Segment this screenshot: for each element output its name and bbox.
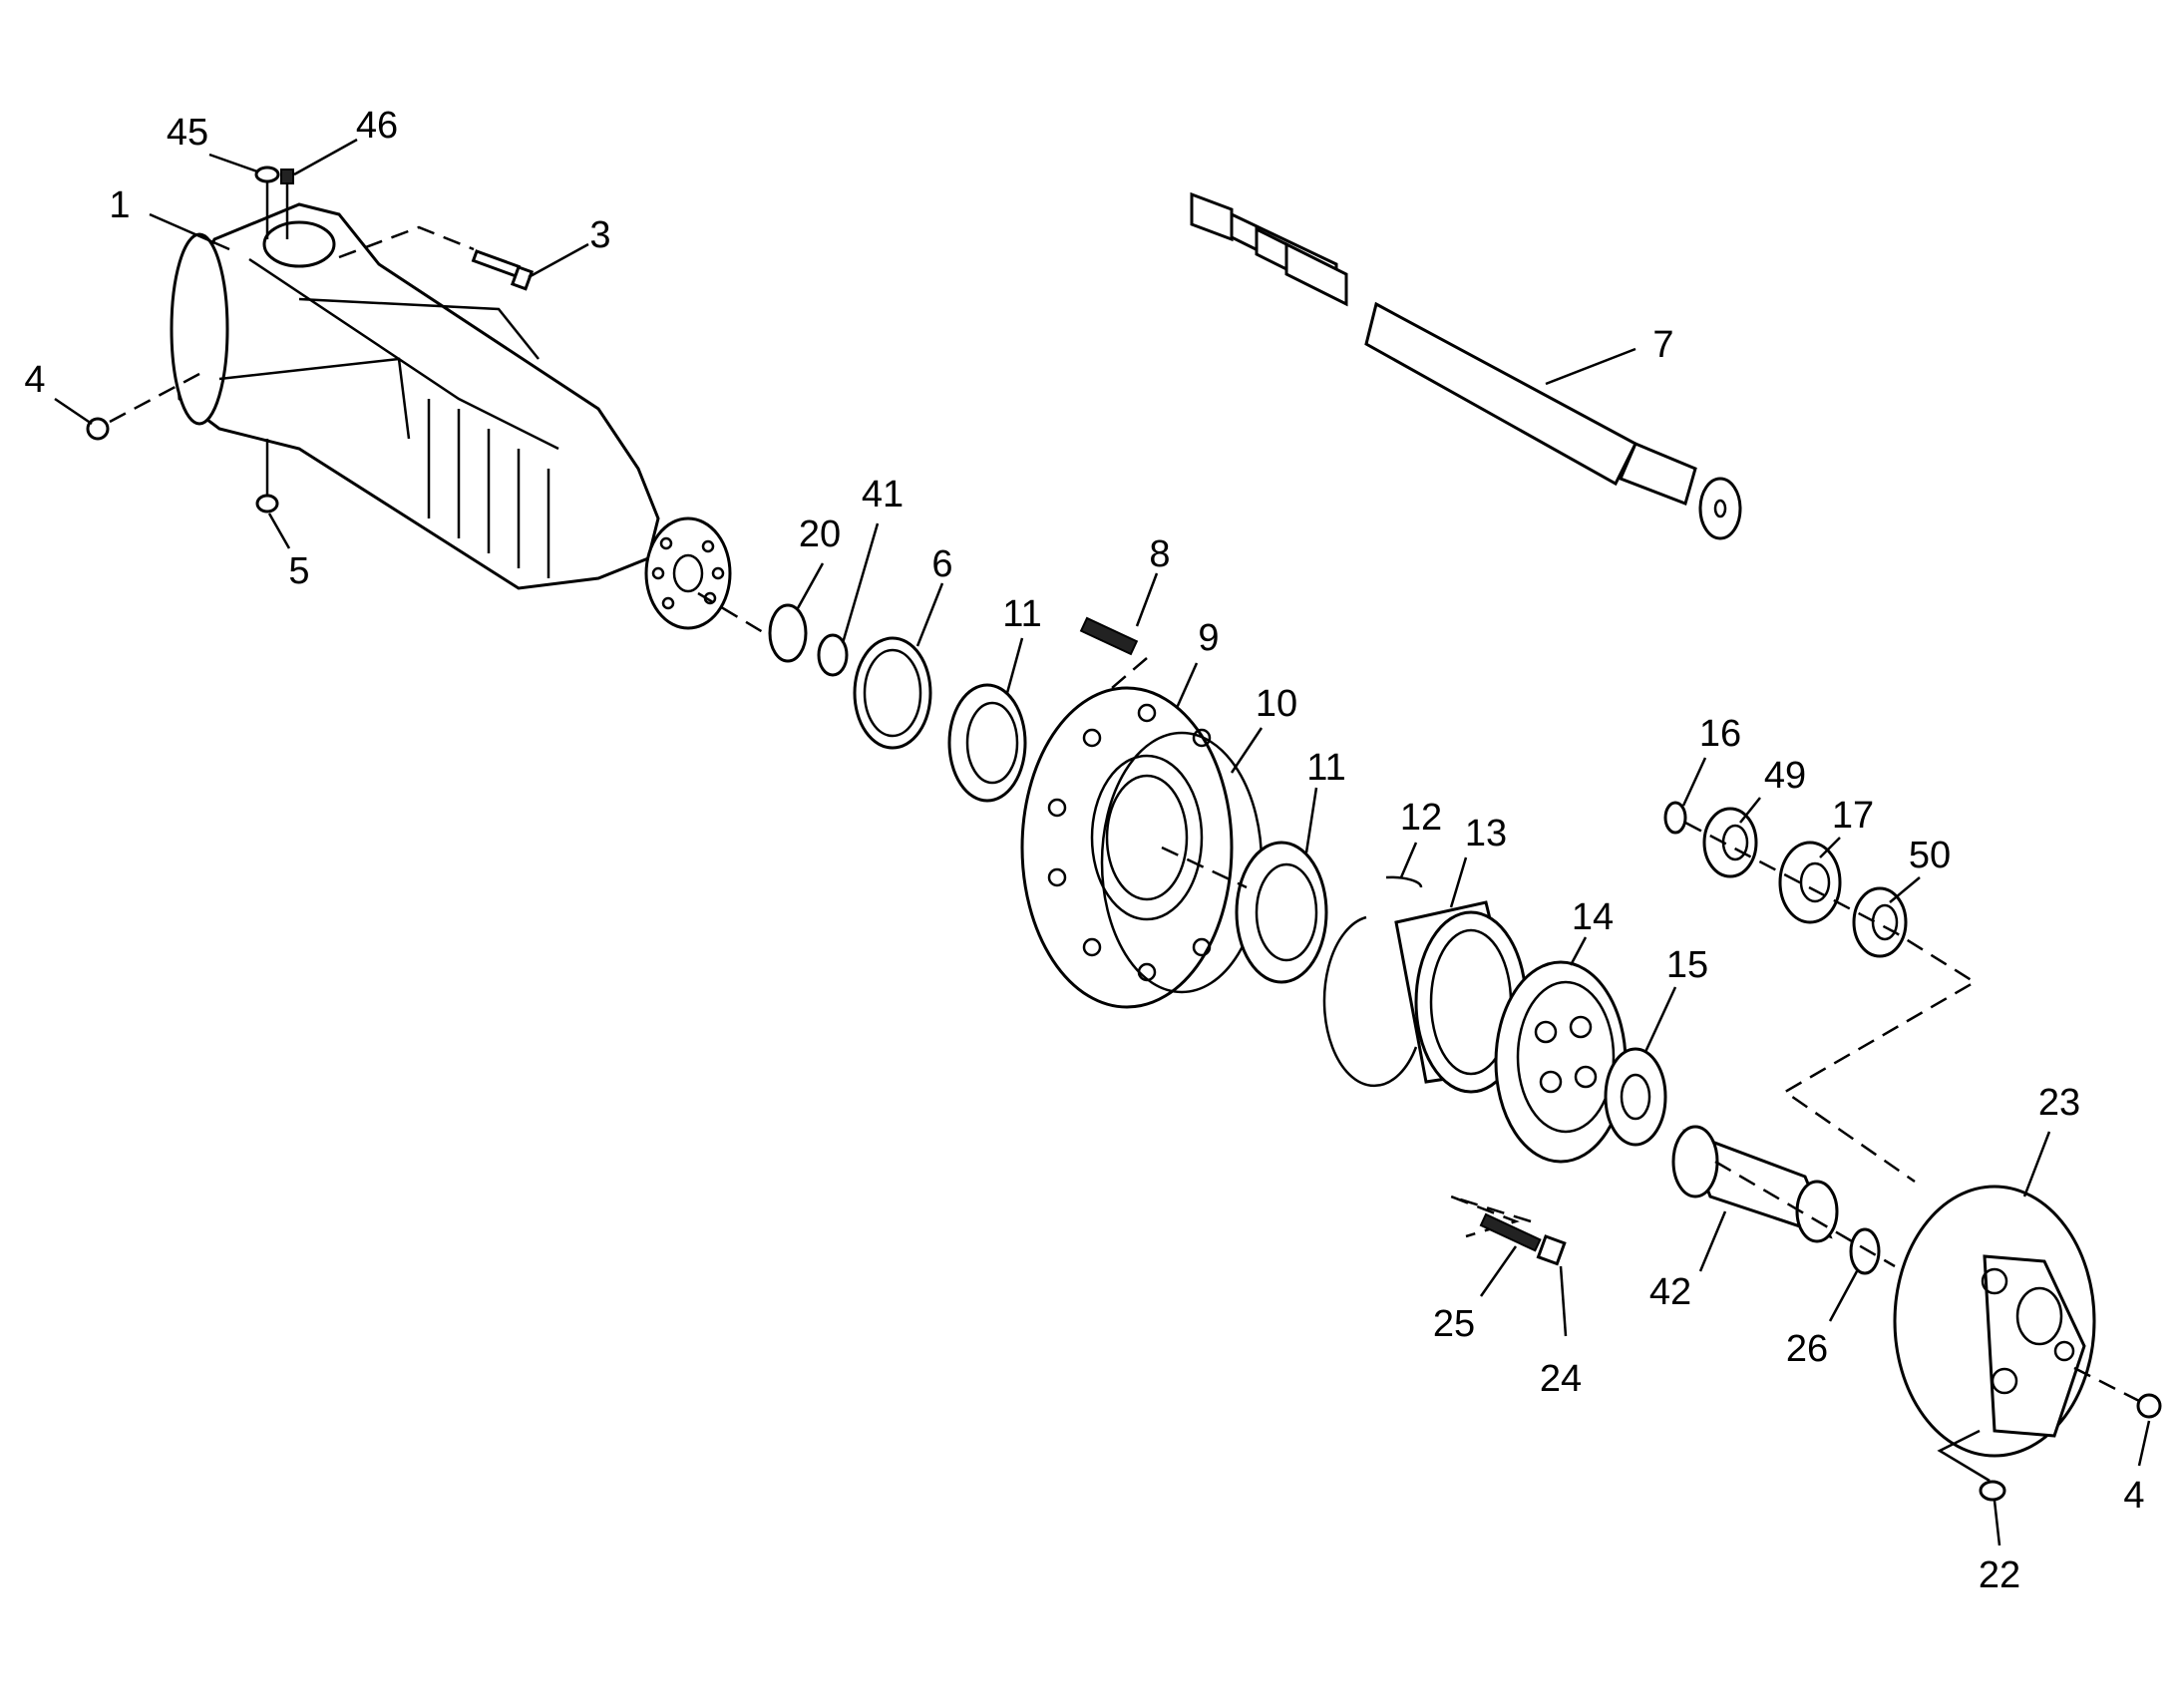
callout-26: 26 xyxy=(1786,1328,1828,1370)
callout-3: 3 xyxy=(589,214,610,256)
part-26-washer xyxy=(1849,1227,1881,1275)
axis-line-cover xyxy=(1714,1160,1896,1268)
callout-23: 23 xyxy=(2038,1082,2080,1124)
part-14-planet-carrier xyxy=(1494,960,1628,1164)
axis-line-gears xyxy=(1684,821,1978,1184)
callout-12: 12 xyxy=(1400,797,1442,839)
callout-42: 42 xyxy=(1649,1271,1691,1313)
part-16-clip xyxy=(1663,801,1687,835)
axle-housing xyxy=(170,202,732,630)
part-4-plug-right xyxy=(2073,1366,2162,1419)
callout-11-outer: 11 xyxy=(1002,593,1041,635)
part-6-seal xyxy=(853,636,932,750)
callout-8: 8 xyxy=(1149,533,1170,575)
part-24-bolt xyxy=(1536,1234,1567,1266)
callout-16: 16 xyxy=(1699,713,1741,755)
callout-17: 17 xyxy=(1832,795,1874,837)
leader-lines xyxy=(54,138,2151,1546)
callout-41: 41 xyxy=(862,474,904,515)
callout-13: 13 xyxy=(1465,813,1507,854)
callout-24: 24 xyxy=(1540,1358,1582,1400)
callout-25: 25 xyxy=(1433,1303,1475,1345)
part-50-gear xyxy=(1852,886,1908,958)
callout-45: 45 xyxy=(167,112,208,154)
part-41-ring xyxy=(817,633,849,677)
part-25-bolt xyxy=(1479,1212,1542,1252)
callout-4-left: 4 xyxy=(24,359,45,401)
callout-4-right: 4 xyxy=(2123,1475,2144,1517)
part-22-screw xyxy=(1937,1429,2006,1502)
callout-11-inner: 11 xyxy=(1306,747,1345,789)
callout-50: 50 xyxy=(1909,835,1951,876)
part-15-thrust-washer xyxy=(1604,1047,1667,1147)
callout-9: 9 xyxy=(1198,617,1219,659)
part-17-gear xyxy=(1778,841,1842,924)
part-46-plug xyxy=(280,169,294,239)
callout-15: 15 xyxy=(1666,944,1708,986)
callout-6: 6 xyxy=(931,543,952,585)
part-3-bolt xyxy=(338,225,535,291)
callout-10: 10 xyxy=(1256,683,1297,725)
callout-20: 20 xyxy=(799,513,841,555)
part-45-plug xyxy=(254,166,280,239)
part-11-bearing-inner xyxy=(1235,841,1328,984)
callout-22: 22 xyxy=(1979,1554,2020,1596)
part-5-plug xyxy=(255,439,279,513)
callout-7: 7 xyxy=(1652,324,1673,366)
axis-line-middle xyxy=(1161,846,1248,889)
callout-1: 1 xyxy=(109,184,130,226)
callout-49: 49 xyxy=(1764,755,1806,797)
axle-shaft xyxy=(1190,191,1742,540)
part-23-cover xyxy=(1893,1185,2096,1458)
callout-14: 14 xyxy=(1572,896,1614,938)
part-4-plug-left xyxy=(86,372,200,441)
callout-labels: 1 3 4 5 45 46 7 20 41 6 11 8 9 10 11 12 … xyxy=(24,105,2144,1596)
part-20-snap-ring xyxy=(768,603,808,663)
callout-5: 5 xyxy=(288,550,309,592)
callout-46: 46 xyxy=(356,105,398,147)
part-9-hub xyxy=(1020,686,1234,1009)
part-12-snap-ring xyxy=(1322,875,1423,1088)
part-49-gear xyxy=(1702,807,1758,878)
part-11-bearing-outer xyxy=(947,683,1027,803)
